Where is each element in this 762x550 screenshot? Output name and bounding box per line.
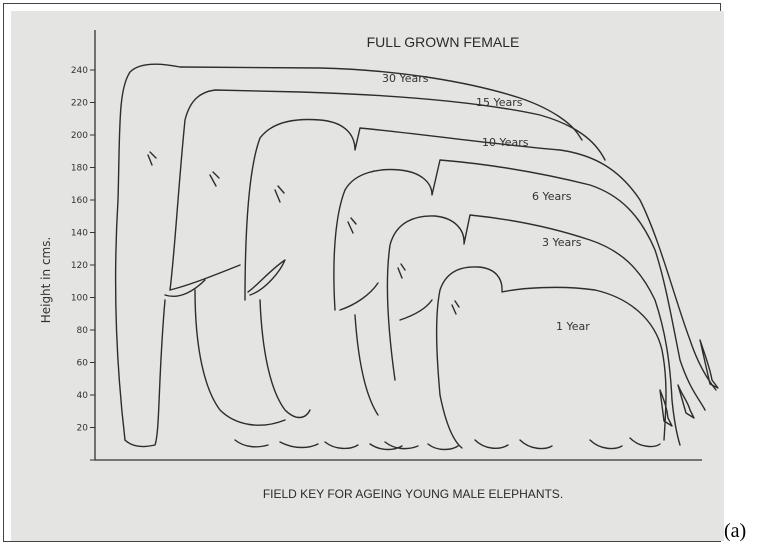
age-label-10-years: 10 Years	[482, 136, 529, 149]
elephant-outline-1-year	[437, 267, 666, 449]
diagram-footer-caption: FIELD KEY FOR AGEING YOUNG MALE ELEPHANT…	[263, 487, 563, 501]
elephant-outline-15-years	[165, 90, 605, 425]
figure-caption: (a)	[724, 520, 746, 543]
y-tick-label: 120	[71, 261, 88, 271]
elephant-outline-3-years	[385, 215, 680, 450]
y-tick-group: 20 40 60 80 100 120 140 160 180 200 220 240	[71, 66, 95, 460]
diagram-title: FULL GROWN FEMALE	[367, 34, 520, 50]
elephant-outline-10-years	[235, 120, 716, 448]
y-tick-label: 140	[71, 229, 88, 239]
y-axis-label: Height in cms.	[39, 237, 53, 324]
elephant-outline-6-years	[325, 160, 705, 450]
y-tick-label: 220	[71, 99, 88, 109]
y-tick-label: 100	[71, 294, 88, 304]
age-label-30-years: 30 Years	[382, 72, 429, 85]
y-tick-label: 80	[77, 326, 89, 336]
y-tick-label: 160	[71, 196, 88, 206]
y-tick-label: 40	[77, 391, 89, 401]
y-tick-label: 200	[71, 131, 88, 141]
y-tick-label: 60	[77, 359, 89, 369]
y-tick-label: 20	[77, 424, 89, 434]
age-label-6-years: 6 Years	[532, 190, 572, 203]
age-label-15-years: 15 Years	[476, 96, 523, 109]
age-label-1-year: 1 Year	[556, 320, 590, 333]
y-tick-label: 180	[71, 164, 88, 174]
age-label-3-years: 3 Years	[542, 236, 582, 249]
y-tick-label: 240	[71, 66, 88, 76]
